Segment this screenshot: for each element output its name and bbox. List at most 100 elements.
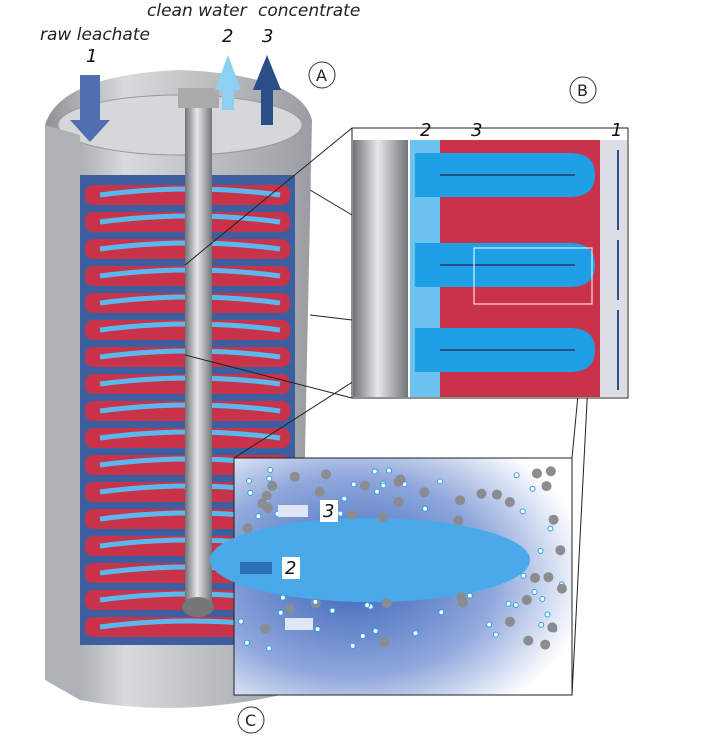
solute-particle xyxy=(261,490,272,501)
water-molecule xyxy=(237,618,244,625)
detail-c-label-2: 2 xyxy=(285,558,296,579)
water-molecule xyxy=(266,475,273,482)
solute-particle xyxy=(419,487,430,498)
detail-b-label-2: 2 xyxy=(420,120,431,141)
solute-particle xyxy=(346,509,357,520)
water-molecule xyxy=(247,489,254,496)
housing-wall xyxy=(45,125,80,700)
solute-particle xyxy=(314,486,325,497)
badge-c xyxy=(237,706,265,734)
detail-b-label-1: 1 xyxy=(611,120,622,141)
solute-particle xyxy=(242,523,253,534)
label-raw-leachate: raw leachate xyxy=(40,25,150,45)
solute-particle xyxy=(453,515,464,526)
water-molecule xyxy=(531,589,538,596)
solute-particle xyxy=(454,495,465,506)
water-molecule xyxy=(466,592,473,599)
solute-particle xyxy=(393,496,404,507)
solute-particle xyxy=(504,616,515,627)
water-molecule xyxy=(519,508,526,515)
water-molecule xyxy=(422,505,429,512)
solute-particle xyxy=(379,637,390,648)
water-molecule xyxy=(544,611,551,618)
solute-particle xyxy=(548,514,559,525)
detail-panel-c xyxy=(210,457,573,696)
solute-particle xyxy=(545,466,556,477)
solute-particle xyxy=(547,622,558,633)
zoom-region xyxy=(473,247,593,305)
solute-particle xyxy=(284,604,295,615)
solute-particle xyxy=(456,592,467,603)
water-molecule xyxy=(505,600,512,607)
solute-particle xyxy=(260,623,271,634)
badge-b-text: B xyxy=(577,81,588,100)
water-molecule xyxy=(371,468,378,475)
solute-particle xyxy=(521,594,532,605)
detail-pipe xyxy=(353,140,408,397)
solute-particle xyxy=(381,597,392,608)
water-molecule xyxy=(364,602,371,609)
water-molecule xyxy=(349,642,356,649)
badge-b xyxy=(569,76,597,104)
solute-particle xyxy=(541,481,552,492)
arrow-clean-water xyxy=(240,562,272,574)
arrow-feed xyxy=(285,618,313,630)
label-concentrate-number: 3 xyxy=(262,26,273,47)
detail-panel-b xyxy=(351,127,629,399)
label-concentrate: concentrate xyxy=(258,1,360,21)
water-molecule xyxy=(539,596,546,603)
pipe-thread xyxy=(178,88,219,108)
water-molecule xyxy=(312,598,319,605)
membrane-channel xyxy=(210,518,530,602)
solute-particle xyxy=(476,488,487,499)
water-molecule xyxy=(386,467,393,474)
particles xyxy=(237,466,567,652)
solute-particle xyxy=(393,476,404,487)
outlet-arrow-concentrate xyxy=(253,55,281,125)
water-molecule xyxy=(512,602,519,609)
solute-particle xyxy=(504,497,515,508)
label-raw-leachate-number: 1 xyxy=(86,46,97,67)
solute-particle xyxy=(377,512,388,523)
solute-particle xyxy=(556,583,567,594)
water-molecule xyxy=(350,481,357,488)
solute-particle xyxy=(359,480,370,491)
badge-a xyxy=(308,61,336,89)
water-molecule xyxy=(547,525,554,532)
solute-particle xyxy=(262,502,273,513)
water-molecule xyxy=(279,594,286,601)
water-molecule xyxy=(341,495,348,502)
solute-particle xyxy=(523,635,534,646)
water-molecule xyxy=(244,639,251,646)
water-molecule xyxy=(314,626,321,633)
water-molecule xyxy=(537,547,544,554)
solute-particle xyxy=(529,572,540,583)
water-molecule xyxy=(372,627,379,634)
water-molecule xyxy=(337,510,344,517)
water-molecule xyxy=(277,609,284,616)
solute-particle xyxy=(289,471,300,482)
water-molecule xyxy=(329,607,336,614)
water-molecule xyxy=(520,572,527,579)
solute-particle xyxy=(267,480,278,491)
detail-b-label-3: 3 xyxy=(471,120,482,141)
water-molecule xyxy=(437,478,444,485)
flow-channels xyxy=(415,150,619,390)
pipe-nut xyxy=(182,597,214,617)
water-molecule xyxy=(486,621,493,628)
inlet-arrow-raw xyxy=(70,75,110,142)
solute-particle xyxy=(491,489,502,500)
badge-a-text: A xyxy=(316,66,327,85)
label-clean-water-number: 2 xyxy=(222,26,233,47)
water-molecule xyxy=(255,513,262,520)
solute-particle xyxy=(555,545,566,556)
water-molecule xyxy=(538,621,545,628)
outlet-arrow-clean-water xyxy=(215,55,241,110)
label-clean-water: clean water xyxy=(147,1,248,21)
water-molecule xyxy=(267,467,274,474)
detail-c-label-3: 3 xyxy=(323,501,334,522)
solute-particle xyxy=(543,572,554,583)
water-molecule xyxy=(266,645,273,652)
